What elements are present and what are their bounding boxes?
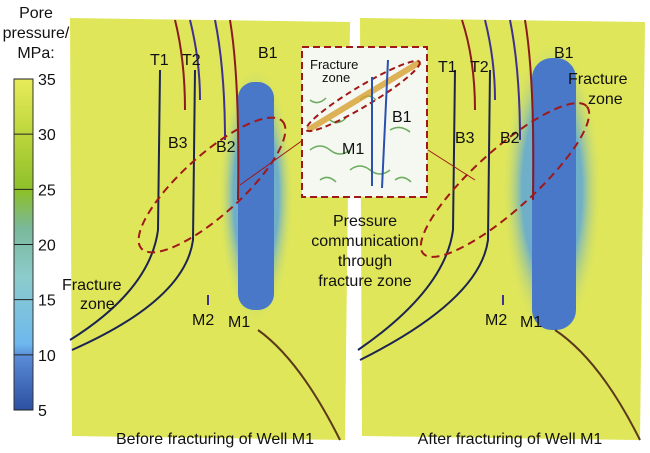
left-label-m2: M2 — [192, 312, 214, 329]
right-caption: After fracturing of Well M1 — [418, 431, 603, 448]
right-label-b3: B3 — [455, 130, 475, 147]
inset-fracture-band — [306, 59, 422, 133]
colorbar-tick-label: 25 — [38, 182, 56, 199]
colorbar-title-2: pressure/ — [3, 25, 70, 42]
pressure-annotation: Pressure communication through fracture … — [311, 213, 419, 290]
left-label-b1: B1 — [258, 45, 278, 62]
right-low-pressure-zone — [532, 58, 576, 330]
right-label-b1: B1 — [554, 45, 574, 62]
inset-label-b1: B1 — [392, 109, 412, 126]
colorbar-tick-label: 30 — [38, 127, 56, 144]
left-fracture-label-2: zone — [80, 296, 115, 313]
left-panel: T1 T2 B1 B3 B2 M2 M1 Fracture zone Befor… — [62, 18, 350, 448]
left-wells — [69, 19, 341, 441]
inset-leader-right — [427, 149, 476, 181]
colorbar-title-3: MPa: — [17, 45, 54, 62]
left-fracture-label-1: Fracture — [62, 277, 122, 294]
right-label-m2: M2 — [485, 312, 507, 329]
left-caption: Before fracturing of Well M1 — [116, 431, 314, 448]
inset: Fracture zone B1 M1 — [239, 46, 476, 198]
right-panel: T1 T2 B1 B3 B2 M2 M1 Fracture zone After… — [357, 18, 645, 448]
annotation-line-1: Pressure — [333, 213, 397, 230]
right-label-b2: B2 — [500, 130, 520, 147]
left-label-m1: M1 — [228, 314, 250, 331]
left-label-t1: T1 — [150, 52, 169, 69]
left-label-b3: B3 — [168, 135, 188, 152]
inset-fracture-label-2: zone — [322, 70, 350, 85]
colorbar-tick-label: 35 — [38, 72, 56, 89]
right-label-m1: M1 — [520, 314, 542, 331]
colorbar: Pore pressure/ MPa: 35 30 25 20 15 10 5 — [3, 5, 70, 420]
left-label-b2: B2 — [216, 139, 236, 156]
annotation-line-2: communication — [311, 233, 419, 250]
annotation-line-3: through — [338, 253, 392, 270]
inset-well-b1 — [381, 59, 389, 189]
left-low-pressure-zone — [238, 82, 274, 310]
left-label-t2: T2 — [182, 52, 201, 69]
right-label-t1: T1 — [438, 59, 457, 76]
colorbar-tick-label: 20 — [38, 238, 56, 255]
inset-label-m1: M1 — [342, 141, 364, 158]
inset-fracture-outline — [305, 59, 421, 133]
colorbar-title-1: Pore — [19, 5, 53, 22]
colorbar-tick-label: 15 — [38, 293, 56, 310]
right-fracture-label-1: Fracture — [568, 71, 628, 88]
right-fracture-label-2: zone — [588, 91, 623, 108]
inset-leader-left — [239, 139, 304, 186]
colorbar-tick-label: 10 — [38, 348, 56, 365]
left-fracture-outline — [137, 116, 287, 254]
inset-fracture-label-1: Fracture — [310, 57, 358, 72]
colorbar-tick-label: 5 — [38, 403, 47, 420]
right-label-t2: T2 — [470, 59, 489, 76]
right-wells — [357, 19, 641, 441]
annotation-line-4: fracture zone — [318, 273, 411, 290]
